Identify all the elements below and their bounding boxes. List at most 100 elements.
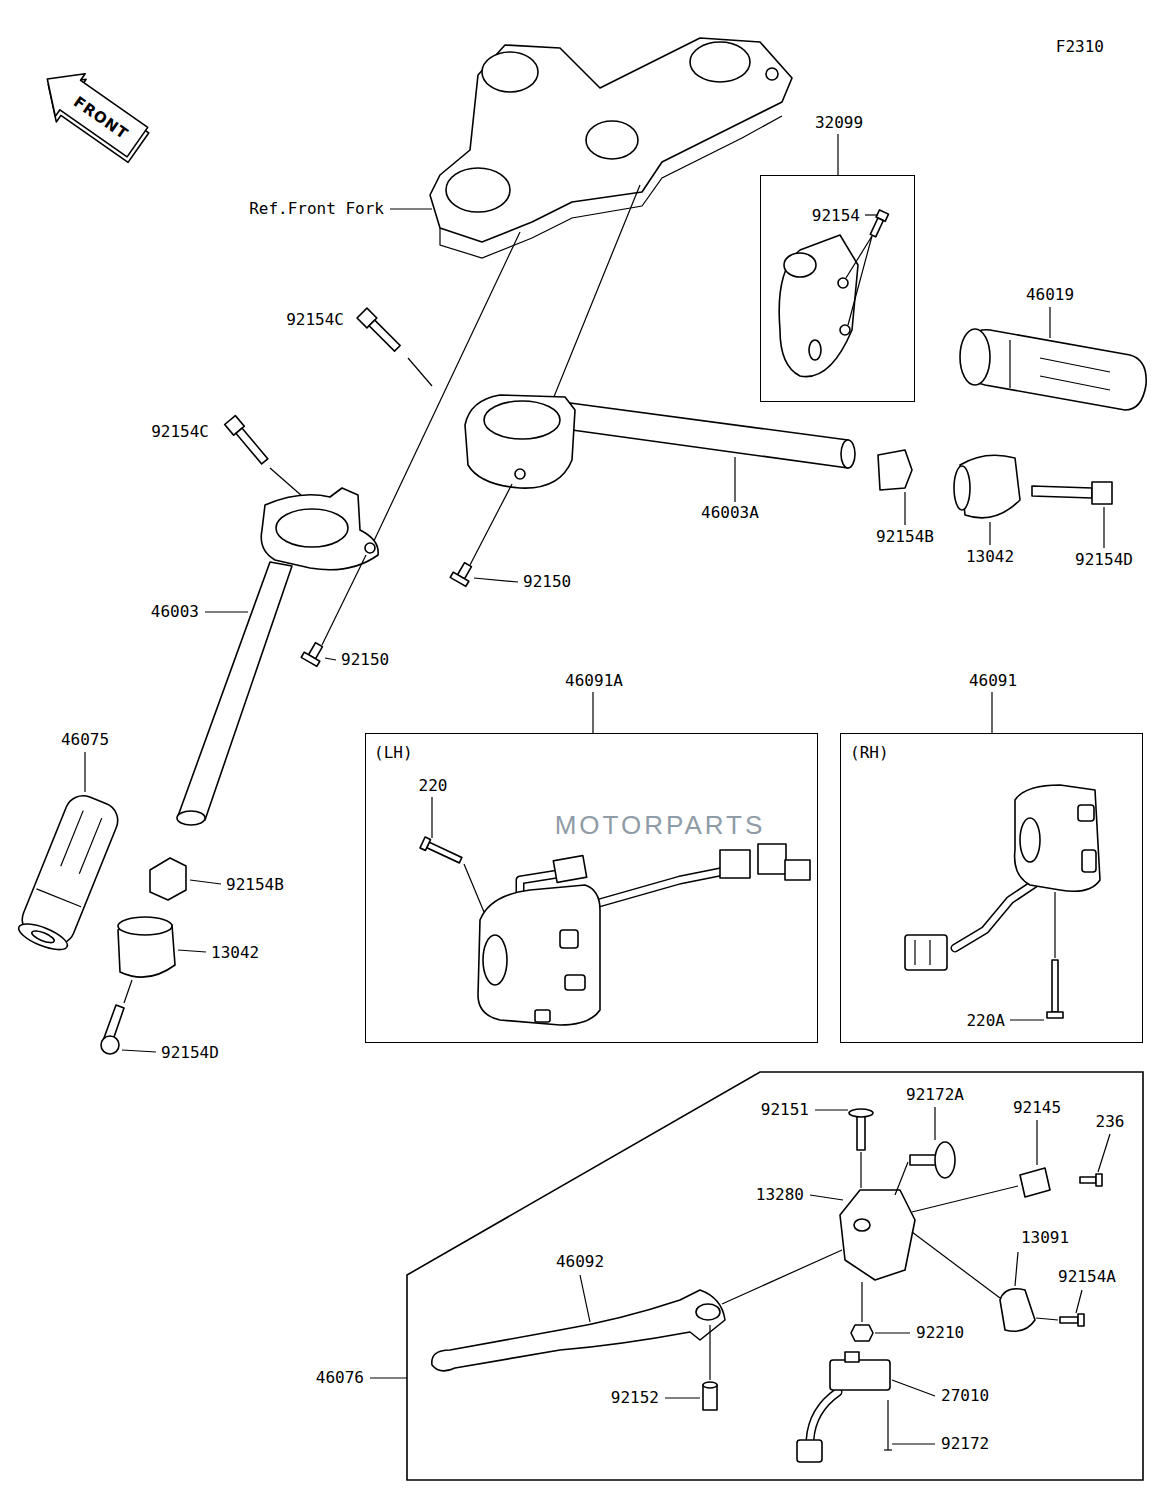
assembly-outline-line [407, 1072, 1143, 1480]
callout-number: (RH) [849, 743, 890, 763]
leader-line [1015, 1252, 1018, 1286]
watermark: MOTORPARTS [554, 815, 767, 835]
front-arrow [30, 58, 156, 169]
leader-line [178, 950, 206, 952]
bolt [225, 416, 270, 466]
callout-number: 92152 [610, 1388, 660, 1408]
figure-number: F2310 [1055, 37, 1105, 57]
alignment-line [124, 980, 132, 1003]
callout-number: 236 [1095, 1112, 1126, 1132]
leader-line [734, 457, 735, 502]
callout-number: 92154A [1057, 1267, 1117, 1287]
reference-label: Ref.Front Fork [248, 199, 385, 219]
leader-line [592, 692, 593, 733]
callout-number: 13042 [965, 547, 1015, 567]
callout-number: 92154B [225, 875, 285, 895]
alignment-line [270, 468, 302, 496]
leader-line [190, 880, 221, 884]
triple-clamp [430, 38, 792, 258]
alignment-line [408, 358, 432, 386]
callout-number: 92154D [160, 1043, 220, 1063]
callout-number: 92154D [1074, 550, 1134, 570]
clutch-lever-assembly [432, 1109, 1102, 1462]
callout-number: 27010 [940, 1386, 990, 1406]
group-box: 3209992154 [760, 175, 915, 402]
callout-number: 92154C [285, 310, 345, 330]
leader-line [474, 578, 518, 582]
callout-number: 46092 [555, 1252, 605, 1272]
callout-number: 13280 [755, 1185, 805, 1205]
assembly-outline: 460769215192172A92145236132801309192154A… [407, 1072, 1143, 1480]
leader-line [431, 797, 432, 838]
alignment-line [322, 555, 366, 645]
callout-number: 92172A [905, 1085, 965, 1105]
left-grip [15, 790, 124, 955]
callout-number: 92151 [760, 1100, 810, 1120]
leader-line [989, 522, 990, 545]
callout-number: 92154C [150, 422, 210, 442]
leader-line [892, 1443, 935, 1444]
alignment-line [470, 484, 512, 565]
group-callout: 32099 [814, 113, 864, 133]
callout-number: 13091 [1020, 1228, 1070, 1248]
right-switch [905, 785, 1100, 1018]
group-callout: 46091A [564, 671, 624, 691]
callout-number: 220 [418, 776, 449, 796]
direction-label: FRONT [69, 91, 133, 144]
callout-number: 220A [965, 1011, 1006, 1031]
leader-line [84, 752, 85, 792]
leader-line [815, 1109, 848, 1110]
throttle-housing [779, 210, 888, 377]
callout-number: 92172 [940, 1434, 990, 1454]
callout-number: 92154B [875, 527, 935, 547]
leader-line [122, 1050, 156, 1052]
leader-line [892, 1380, 935, 1396]
bar-end-plug [150, 858, 186, 900]
left-switch [420, 837, 810, 1025]
leader-line [325, 658, 336, 660]
callout-number: 46003 [150, 602, 200, 622]
leader-line [1036, 1120, 1037, 1165]
bar-end-plug [878, 450, 912, 490]
group-box: 46091A(LH)220 [365, 733, 818, 1043]
alignment-line [372, 232, 520, 545]
bolt [1032, 482, 1112, 504]
right-handlebar [465, 395, 855, 488]
leader-line [665, 1397, 700, 1398]
leader-line [934, 1107, 935, 1140]
assembly-outline-shape [407, 1072, 1143, 1480]
callout-number: 46019 [1025, 285, 1075, 305]
leader-line [991, 692, 992, 733]
leader-line [1098, 1134, 1110, 1172]
throttle-grip [960, 329, 1146, 410]
callout-number: 92154 [811, 206, 861, 226]
callout-number: 46003A [700, 503, 760, 523]
callout-number: (LH) [373, 743, 414, 763]
bolt [450, 560, 476, 586]
bolt [357, 308, 402, 353]
leader-line [865, 214, 878, 215]
leader-line [370, 1377, 407, 1378]
leader-line [390, 208, 432, 209]
group-callout: 46076 [315, 1368, 365, 1388]
leader-line [580, 1275, 590, 1322]
leader-line [1049, 307, 1050, 338]
leader-line [904, 492, 905, 525]
group-callout: 46091 [968, 671, 1018, 691]
callout-number: 13042 [210, 943, 260, 963]
callout-number: 92150 [522, 572, 572, 592]
callout-number: 46075 [60, 730, 110, 750]
callout-number: 92210 [915, 1323, 965, 1343]
leader-line [875, 1332, 910, 1333]
leader-line [1103, 507, 1104, 548]
leader-line [810, 1195, 843, 1200]
callout-number: 92150 [340, 650, 390, 670]
callout-number: 92145 [1012, 1098, 1062, 1118]
leader-line [205, 611, 248, 612]
bolt [101, 1005, 124, 1054]
leader-line [837, 134, 838, 175]
leader-line [1076, 1290, 1082, 1313]
leader-line [1010, 1019, 1044, 1020]
